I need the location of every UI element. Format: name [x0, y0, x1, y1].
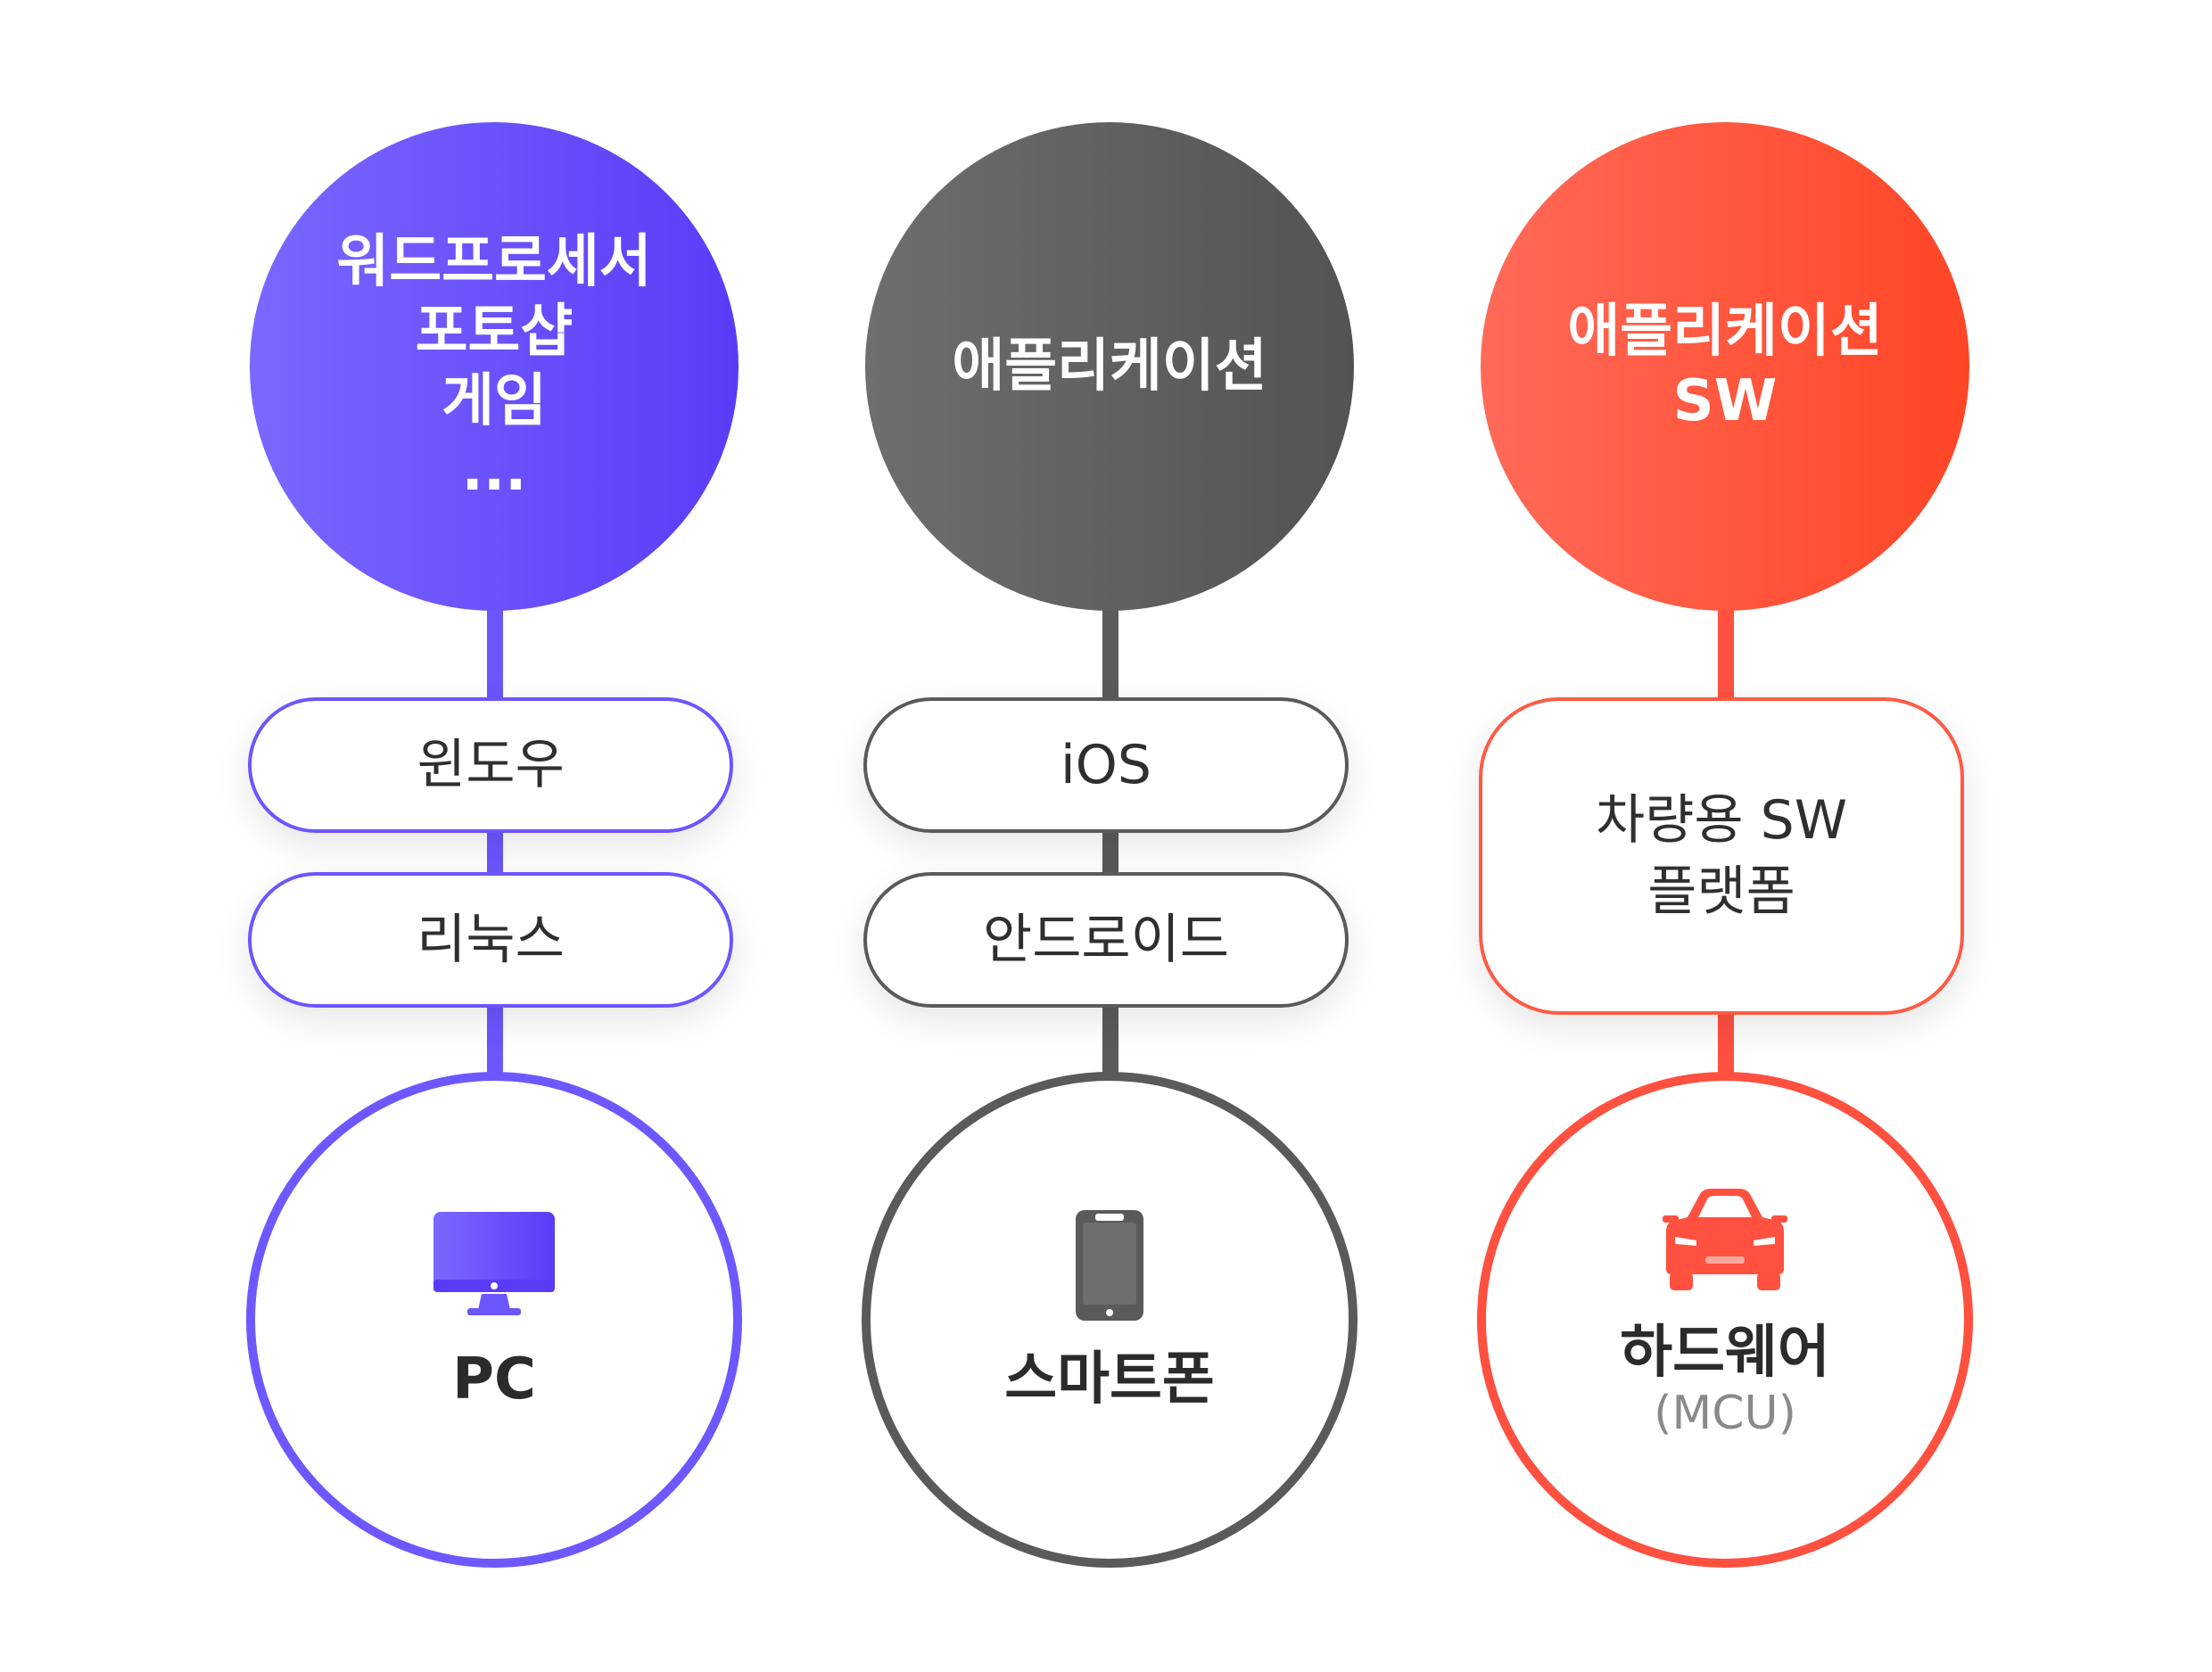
software-label: ...	[461, 438, 527, 504]
smartphone-icon	[1076, 1210, 1143, 1321]
connector-line	[1102, 606, 1118, 1088]
software-circle: 애플리케이션 SW	[1481, 122, 1969, 611]
connector-line	[487, 606, 503, 1088]
car-icon	[1663, 1189, 1787, 1290]
device-label: 스마트폰	[1004, 1347, 1215, 1413]
device-circle: 스마트폰	[862, 1072, 1358, 1568]
os-pill-android: 안드로이드	[863, 872, 1349, 1008]
platform-label: 차량용 SW 플랫폼	[1595, 789, 1848, 923]
device-label: PC	[452, 1347, 536, 1413]
device-label: 하드웨어	[1620, 1320, 1830, 1386]
software-circle: 워드프로세서 포토샵 게임 ...	[250, 122, 739, 611]
software-circle: 애플리케이션	[865, 122, 1354, 611]
column-pc: 워드프로세서 포토샵 게임 ... 윈도우 리눅스	[246, 0, 746, 1672]
os-label: 리눅스	[417, 909, 565, 971]
os-label: 윈도우	[417, 734, 565, 796]
column-hardware: 애플리케이션 SW 차량용 SW 플랫폼 하드웨어 (MCU)	[1477, 0, 1977, 1672]
device-circle: 하드웨어 (MCU)	[1477, 1072, 1973, 1568]
software-label: 애플리케이션	[952, 334, 1267, 399]
platform-pill: 차량용 SW 플랫폼	[1479, 697, 1964, 1015]
desktop-monitor-icon	[433, 1212, 555, 1315]
software-label: 게임	[442, 368, 547, 434]
os-pill-linux: 리눅스	[248, 872, 733, 1008]
os-pill-ios: iOS	[863, 697, 1349, 833]
os-label: iOS	[1061, 734, 1151, 796]
os-label: 안드로이드	[983, 909, 1229, 971]
software-label: 애플리케이션	[1567, 299, 1883, 365]
software-label: 워드프로세서	[336, 229, 652, 295]
column-smartphone: 애플리케이션 iOS 안드로이드 스마트폰	[862, 0, 1361, 1672]
os-pill-windows: 윈도우	[248, 697, 733, 833]
device-sub-label: (MCU)	[1654, 1387, 1796, 1440]
device-circle: PC	[246, 1072, 742, 1568]
software-label: 포토샵	[415, 299, 574, 365]
software-label: SW	[1672, 368, 1778, 434]
